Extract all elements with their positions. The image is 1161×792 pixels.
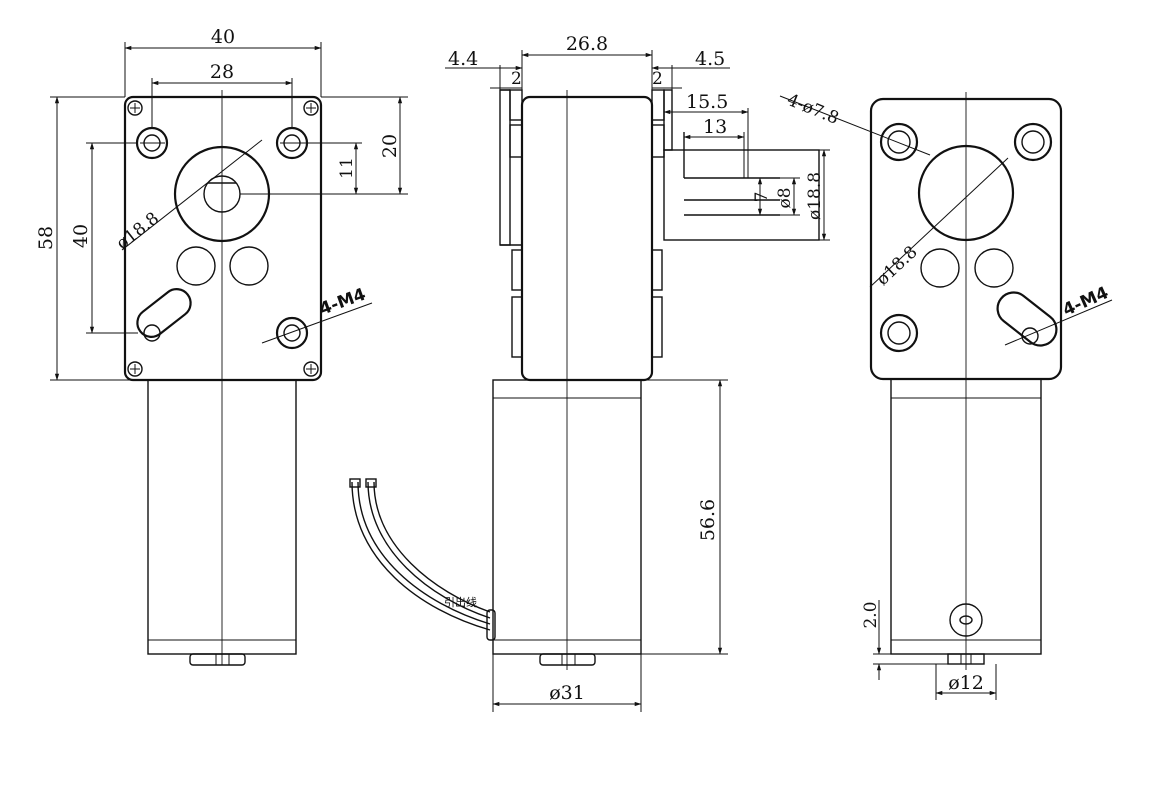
side-shaft-length-dim: 15.5 <box>686 91 728 113</box>
front-width-dim: 40 <box>211 26 235 48</box>
side-right-small-dim: 2 <box>652 69 663 89</box>
rear-hole-label: 4-ø7.8 <box>784 90 841 129</box>
side-motor-length-dim: 56.6 <box>697 499 719 541</box>
rear-mounting-holes <box>879 122 1058 353</box>
side-gearbox-housing <box>520 95 654 382</box>
side-view: 引出线 26.8 4.4 4.5 2 2 15.5 13 7 ø8 <box>349 33 830 712</box>
side-right-offset-dim: 4.5 <box>695 48 725 70</box>
front-boss-diameter: ø18.8 <box>113 209 163 254</box>
side-flat-dim: 7 <box>752 192 772 203</box>
front-vertical-hole-spacing-dim: 40 <box>70 224 92 248</box>
front-thread-label: 4-M4 <box>317 285 369 320</box>
front-hole-spacing-dim: 28 <box>210 61 234 83</box>
side-shaft-diameter: ø8 <box>775 187 795 208</box>
front-top-offset-dim: 20 <box>379 134 401 158</box>
rear-tail-diameter: ø12 <box>948 672 984 694</box>
rear-tail-boss <box>949 603 983 637</box>
front-view: 40 28 58 40 20 11 ø18.8 4-M4 <box>35 26 408 666</box>
rear-thread-label: 4-M4 <box>1060 283 1112 321</box>
front-height-dim: 58 <box>35 226 57 250</box>
rear-view: 4-ø7.8 ø18.8 4-M4 2.0 ø12 <box>779 90 1113 700</box>
side-motor-diameter: ø31 <box>549 682 585 704</box>
rear-lower-hole-left <box>920 248 960 288</box>
rear-boss-diameter: ø18.8 <box>873 242 922 289</box>
side-flat-length-dim: 13 <box>703 116 727 138</box>
side-left-flanges <box>499 89 523 358</box>
rear-shaft-protrusion-dim: 2.0 <box>861 601 881 628</box>
front-lower-hole-right <box>229 246 269 286</box>
side-output-boss <box>663 149 820 241</box>
side-lead-wires <box>349 478 496 641</box>
side-width-dim: 26.8 <box>566 33 608 55</box>
front-corner-screws <box>127 100 319 377</box>
side-boss-diameter: ø18.8 <box>805 172 825 220</box>
front-shaft-offset-dim: 11 <box>337 157 357 179</box>
front-lower-hole-left <box>176 246 216 286</box>
front-mounting-holes <box>135 126 309 350</box>
lead-wire-label: 引出线 <box>444 595 477 609</box>
side-right-flanges <box>651 89 673 358</box>
rear-lower-hole-right <box>974 248 1014 288</box>
side-left-small-dim: 2 <box>511 69 522 89</box>
side-left-offset-dim: 4.4 <box>448 48 478 70</box>
